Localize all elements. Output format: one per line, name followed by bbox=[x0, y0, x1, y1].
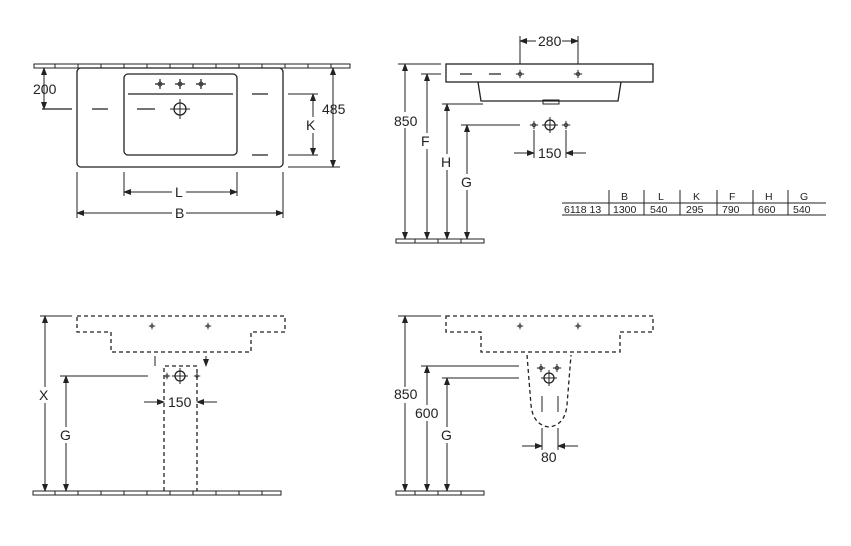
dimension-table: B L K F H G 6118 13 1300 540 295 790 660… bbox=[562, 190, 826, 216]
label-b: B bbox=[175, 205, 184, 221]
tap-hole-icon bbox=[195, 78, 207, 90]
top-view: 200 K 485 L B bbox=[33, 63, 351, 221]
value-l: 540 bbox=[650, 204, 668, 216]
model-number: 6118 13 bbox=[564, 204, 601, 216]
supply-icon bbox=[561, 120, 571, 130]
waste-icon bbox=[541, 370, 557, 386]
drain-icon bbox=[170, 99, 190, 119]
supply-icon bbox=[163, 372, 171, 380]
dim-850: 850 bbox=[394, 386, 418, 402]
dim-150: 150 bbox=[168, 394, 192, 410]
dim-200: 200 bbox=[33, 81, 57, 97]
basin-outline bbox=[76, 67, 284, 168]
supply-icon bbox=[552, 363, 562, 373]
header-f: F bbox=[729, 191, 735, 203]
label-f: F bbox=[421, 133, 430, 149]
label-l: L bbox=[175, 184, 183, 200]
basin-side bbox=[445, 63, 654, 83]
waste-icon bbox=[172, 368, 188, 384]
supply-icon bbox=[536, 363, 546, 373]
dim-850: 850 bbox=[394, 113, 418, 129]
header-g: G bbox=[800, 191, 808, 203]
value-f: 790 bbox=[722, 204, 740, 216]
floor-pedestal bbox=[32, 490, 282, 496]
value-b: 1300 bbox=[613, 204, 637, 216]
label-g: G bbox=[461, 174, 472, 190]
dim-600: 600 bbox=[415, 405, 439, 421]
tap-hole-icon bbox=[516, 322, 524, 330]
tap-hole-icon bbox=[573, 69, 583, 79]
value-g: 540 bbox=[793, 204, 811, 216]
waste-icon bbox=[542, 117, 558, 133]
label-h: H bbox=[441, 154, 451, 170]
tap-hole-icon bbox=[174, 78, 186, 90]
tap-hole-icon bbox=[204, 322, 212, 330]
header-k: K bbox=[693, 191, 700, 203]
tap-hole-icon bbox=[154, 78, 166, 90]
side-view: 280 850 F H G 150 bbox=[394, 33, 654, 244]
label-x: X bbox=[39, 387, 49, 403]
dim-80: 80 bbox=[541, 449, 557, 465]
label-g: G bbox=[441, 427, 452, 443]
basin-outline-dashed bbox=[76, 315, 286, 353]
tap-hole-icon bbox=[148, 322, 156, 330]
dim-485: 485 bbox=[322, 101, 346, 117]
floor-semi bbox=[395, 490, 485, 496]
semi-pedestal-view: 80 850 600 G bbox=[394, 315, 654, 496]
dim-280: 280 bbox=[538, 33, 562, 49]
bowl-outline bbox=[123, 73, 238, 156]
supply-icon bbox=[193, 372, 201, 380]
dim-150: 150 bbox=[538, 145, 562, 161]
header-l: L bbox=[658, 191, 664, 203]
value-h: 660 bbox=[758, 204, 776, 216]
supply-icon bbox=[529, 120, 539, 130]
value-k: 295 bbox=[686, 204, 704, 216]
label-k: K bbox=[306, 117, 316, 133]
basin-outline-dashed bbox=[445, 315, 654, 353]
label-g: G bbox=[60, 427, 71, 443]
tap-hole-icon bbox=[515, 69, 525, 79]
tap-hole-icon bbox=[574, 322, 582, 330]
floor-side bbox=[395, 238, 485, 244]
pedestal-outline bbox=[163, 365, 198, 491]
table-header-row: B L K F H G bbox=[621, 191, 808, 203]
header-h: H bbox=[765, 191, 773, 203]
semi-pedestal-outline bbox=[526, 354, 572, 428]
header-b: B bbox=[621, 191, 628, 203]
pedestal-view: X G 150 bbox=[32, 315, 286, 496]
table-row: 6118 13 1300 540 295 790 660 540 bbox=[564, 204, 811, 216]
